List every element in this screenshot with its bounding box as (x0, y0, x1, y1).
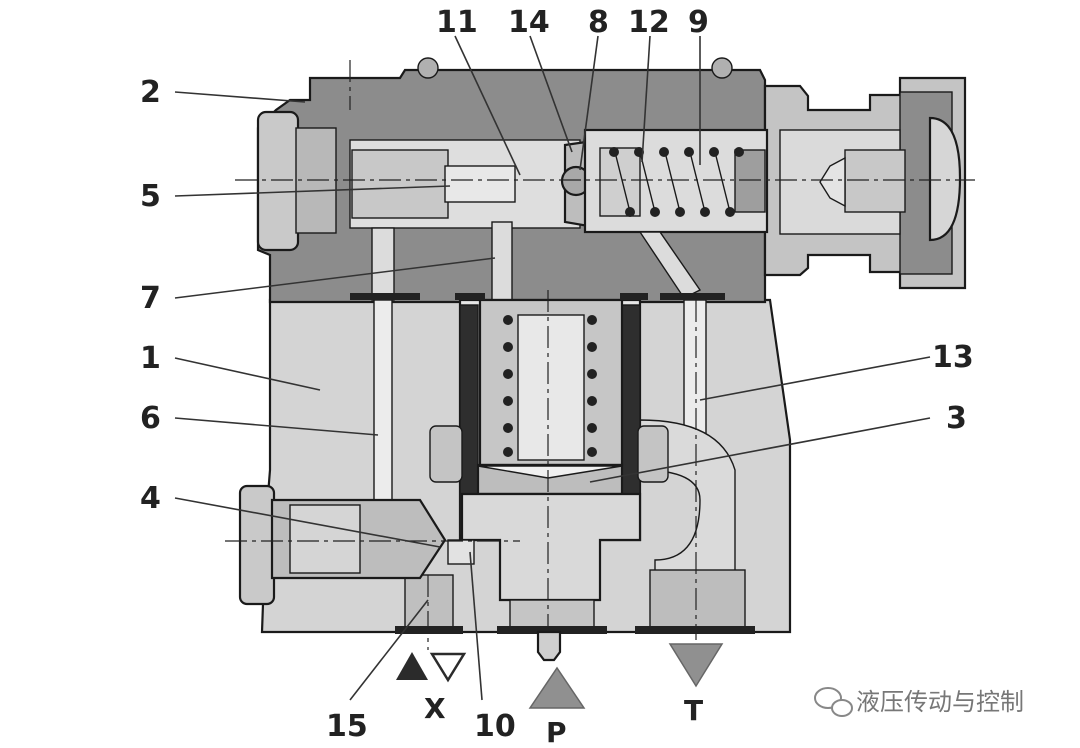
callout-1: 1 (140, 341, 161, 376)
port-label-t: T (684, 694, 703, 727)
watermark-text: 液压传动与控制 (856, 688, 1024, 716)
callout-5: 5 (140, 179, 161, 214)
callout-4: 4 (140, 481, 161, 516)
callout-15: 15 (326, 709, 368, 744)
callout-6: 6 (140, 401, 161, 436)
callout-8: 8 (588, 5, 609, 40)
p-port-stub (536, 630, 562, 662)
x-port-solid-triangle-icon (396, 652, 428, 680)
callout-7: 7 (140, 281, 161, 316)
port-label-p: P (546, 716, 567, 748)
leader-lines (174, 35, 931, 701)
port-markers: X P T (396, 643, 724, 748)
x-port-hollow-triangle-icon (429, 652, 467, 683)
pilot-spring (609, 147, 744, 217)
callout-3: 3 (946, 401, 967, 436)
main-spool (429, 298, 669, 633)
callout-labels: 2 5 7 1 6 4 11 14 8 12 9 13 3 15 10 (140, 5, 974, 744)
callout-14: 14 (508, 5, 550, 40)
callout-13: 13 (932, 340, 974, 375)
callout-2: 2 (140, 75, 161, 110)
gaskets (350, 293, 755, 634)
port-label-x: X (424, 692, 446, 725)
callout-12: 12 (628, 5, 670, 40)
callout-9: 9 (688, 5, 709, 40)
callout-10: 10 (474, 709, 516, 744)
pilot-head (256, 57, 967, 304)
callout-11: 11 (436, 5, 478, 40)
centre-lines (225, 60, 975, 660)
watermark: 液压传动与控制 (814, 687, 1024, 717)
wechat-icon (814, 687, 853, 717)
t-port-triangle-icon (668, 643, 724, 688)
p-port-triangle-icon (528, 666, 586, 709)
main-spring (503, 315, 597, 457)
